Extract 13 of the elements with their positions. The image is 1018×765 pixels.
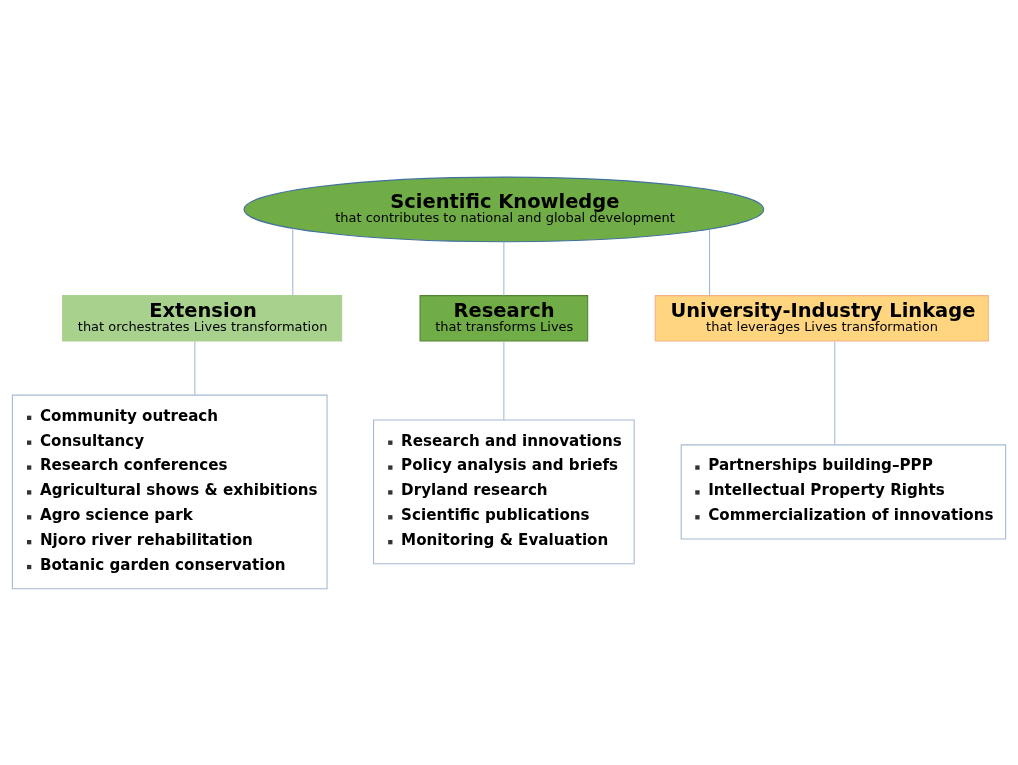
connector	[503, 240, 505, 296]
node-box: Extension that orchestrates Lives transformation	[62, 294, 343, 342]
node-box: Research that transforms Lives	[419, 294, 589, 342]
connector	[194, 340, 196, 395]
connector	[503, 340, 505, 420]
node-box: University-Industry Linkage that leverages Lives transformation	[654, 294, 989, 342]
node-ellipse: Scientific Knowledge that contributes to national and global development	[243, 176, 765, 242]
node-box: Partnerships building–PPP Intellectual Property Rights Commercialization of innovations	[680, 443, 1007, 539]
connector	[834, 340, 836, 445]
node-box: Research and innovations Policy analysis and briefs Dryland research Scientific publications Monitoring & Evaluation	[373, 418, 635, 564]
connector	[709, 228, 711, 296]
node-box: Community outreach Consultancy Research conferences Agricultural shows & exhibitions Agro science park Njoro river rehabilitation Botanic garden conservation	[11, 394, 328, 589]
connector	[292, 227, 294, 296]
